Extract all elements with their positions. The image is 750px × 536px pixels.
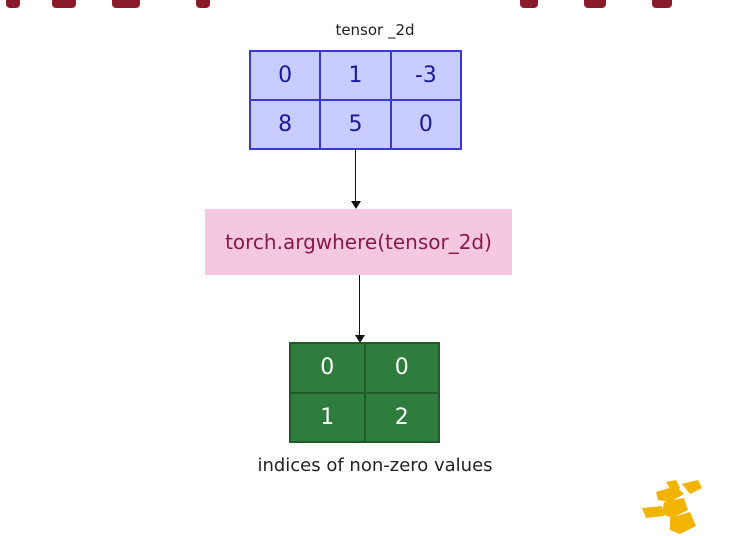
output-cell: 1 (290, 392, 365, 442)
input-tensor-grid: 0 1 -3 8 5 0 (249, 50, 462, 150)
function-box: torch.argwhere(tensor_2d) (205, 209, 512, 275)
arrow-function-to-output (359, 275, 360, 335)
arrowhead-icon (355, 335, 365, 343)
output-tensor-grid: 0 0 1 2 (289, 342, 440, 443)
pytorch-figure-logo-icon (642, 480, 702, 534)
input-cell: 5 (320, 100, 391, 149)
input-cell: 0 (250, 51, 321, 100)
input-cell: 1 (320, 51, 391, 100)
input-tensor-label: tensor _2d (335, 21, 415, 39)
output-label: indices of non-zero values (257, 455, 493, 476)
output-cell: 0 (290, 343, 365, 393)
input-cell: 0 (390, 100, 461, 149)
output-cell: 2 (364, 392, 439, 442)
input-cell: 8 (250, 100, 321, 149)
output-cell: 0 (364, 343, 439, 393)
arrowhead-icon (351, 201, 361, 209)
cropped-title-band (0, 0, 750, 16)
arrow-input-to-function (355, 149, 356, 201)
input-cell: -3 (390, 51, 461, 100)
